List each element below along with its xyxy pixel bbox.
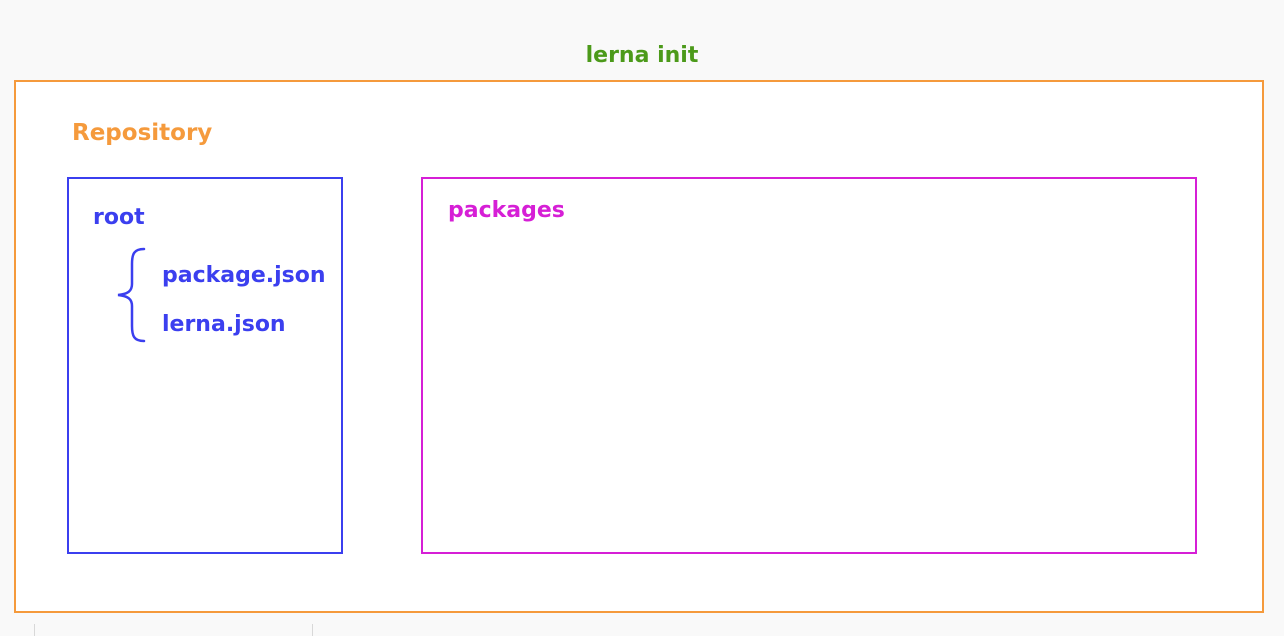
file-package-json: package.json: [162, 263, 326, 288]
bottom-divider-left: [34, 624, 35, 636]
diagram-title: lerna init: [585, 43, 699, 68]
file-lerna-json: lerna.json: [162, 312, 286, 337]
brace-icon: [117, 247, 146, 343]
brace-path: [117, 247, 146, 343]
packages-box: [421, 177, 1197, 554]
root-box: [67, 177, 343, 554]
root-label: root: [93, 205, 145, 230]
packages-label: packages: [448, 198, 565, 223]
repository-box: [14, 80, 1264, 613]
bottom-divider-right: [312, 624, 313, 636]
repository-label: Repository: [72, 120, 213, 146]
